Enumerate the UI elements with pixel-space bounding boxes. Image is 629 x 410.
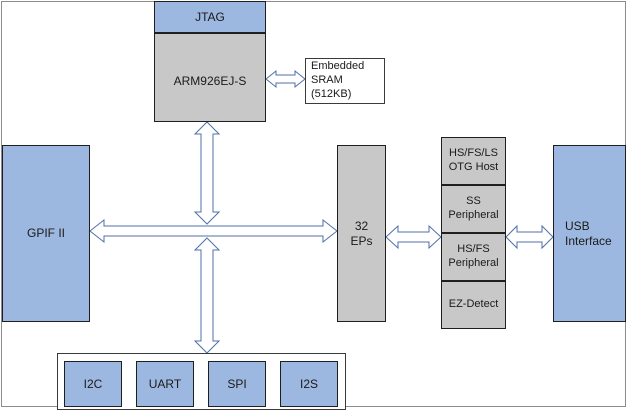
usb-interface-block: USB Interface xyxy=(553,145,626,322)
cpu-block: ARM926EJ-S xyxy=(154,33,266,122)
cpu-bus-arrow xyxy=(193,121,221,225)
jtag-label: JTAG xyxy=(195,9,225,24)
sram-label-line1: Embedded xyxy=(311,60,365,73)
ez-detect-label: EZ-Detect xyxy=(448,298,499,311)
usb-interface-label-line1: USB xyxy=(565,218,590,233)
spi-block: SPI xyxy=(208,361,266,407)
jtag-block: JTAG xyxy=(154,1,266,33)
sram-label-line2: SRAM (512KB) xyxy=(311,74,352,100)
uart-label: UART xyxy=(148,376,182,391)
ss-label-line1: SS xyxy=(466,195,481,208)
spi-label: SPI xyxy=(227,376,247,391)
gpif-label: GPIF II xyxy=(27,226,66,240)
otg-label-line1: HS/FS/LS xyxy=(449,147,498,160)
eps-usb-arrow xyxy=(385,224,442,250)
hsfs-label-line1: HS/FS xyxy=(457,243,490,256)
hsfs-peripheral-block: HS/FS Peripheral xyxy=(441,233,506,281)
i2s-block: I2S xyxy=(280,361,338,407)
i2c-label: I2C xyxy=(83,376,103,391)
eps-label-line1: 32 xyxy=(354,218,369,233)
usb-interface-arrow xyxy=(505,224,554,250)
cpu-sram-arrow xyxy=(265,69,306,89)
ss-label-line2: Peripheral xyxy=(448,209,499,221)
uart-block: UART xyxy=(136,361,194,407)
i2c-block: I2C xyxy=(64,361,122,407)
eps-label-line2: EPs xyxy=(350,233,373,248)
sram-block: Embedded SRAM (512KB) xyxy=(305,58,385,104)
i2s-label: I2S xyxy=(299,376,318,391)
gpif-block: GPIF II xyxy=(2,145,90,322)
endpoints-block: 32 EPs xyxy=(337,145,386,322)
otg-label-line2: OTG Host xyxy=(448,161,499,173)
bus-peripherals-arrow xyxy=(193,237,221,354)
ss-peripheral-block: SS Peripheral xyxy=(441,185,506,233)
usb-interface-label-line2: Interface xyxy=(565,233,612,248)
hsfs-label-line2: Peripheral xyxy=(448,257,499,269)
otg-host-block: HS/FS/LS OTG Host xyxy=(441,137,506,185)
ez-detect-block: EZ-Detect xyxy=(441,281,506,329)
cpu-label: ARM926EJ-S xyxy=(173,74,247,88)
gpif-eps-arrow xyxy=(89,218,338,244)
